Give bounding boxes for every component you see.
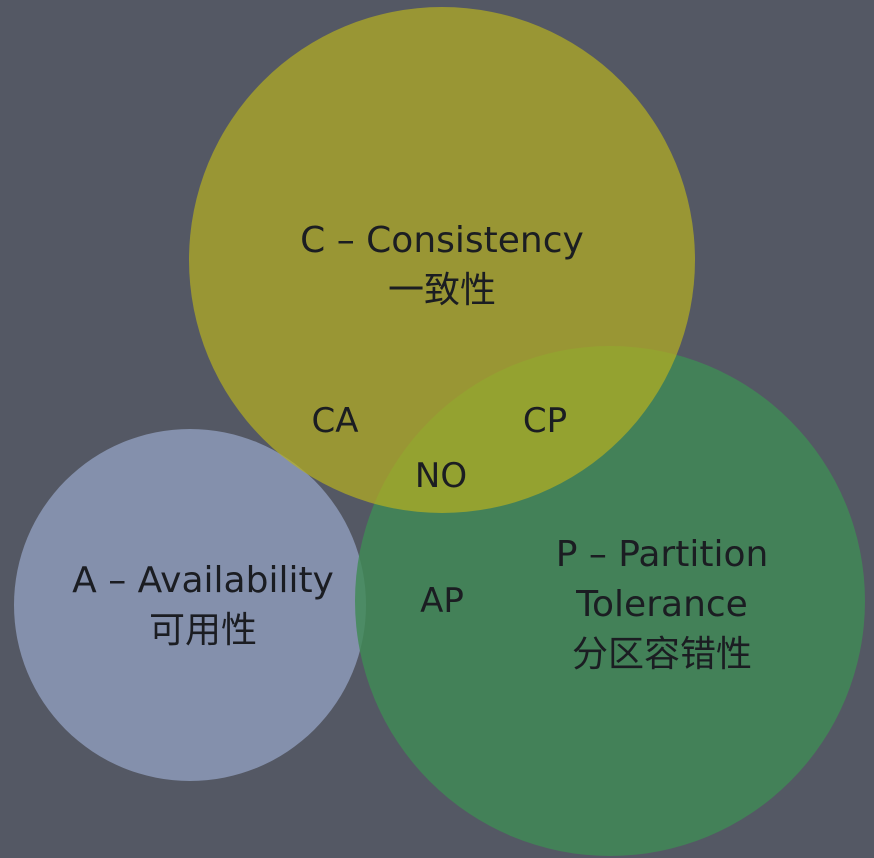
availability-title: A – Availability xyxy=(72,560,334,601)
region-ca-label: CA xyxy=(312,401,359,441)
consistency-circle xyxy=(189,7,695,513)
partition-title-line2: Tolerance xyxy=(575,584,748,625)
partition-subtitle: 分区容错性 xyxy=(572,634,752,675)
availability-circle xyxy=(14,429,366,781)
consistency-title: C – Consistency xyxy=(300,220,584,261)
partition-title-line1: P – Partition xyxy=(556,534,769,575)
region-no-label: NO xyxy=(415,456,467,496)
consistency-subtitle: 一致性 xyxy=(388,270,496,311)
region-cp-label: CP xyxy=(523,401,567,441)
region-ap-label: AP xyxy=(420,581,464,621)
availability-subtitle: 可用性 xyxy=(149,610,257,651)
